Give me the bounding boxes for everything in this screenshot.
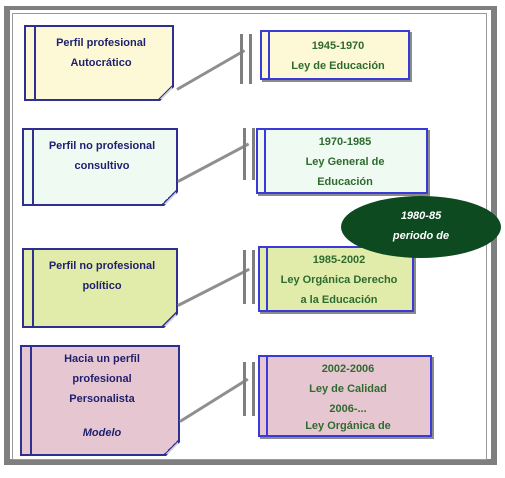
note-line: Modelo xyxy=(82,427,122,439)
perfil-autocratico-note: Perfil profesional Autocrático xyxy=(24,25,174,101)
box-line: Ley de Educación xyxy=(291,60,385,72)
box-line: Ley Orgánica de xyxy=(305,420,391,432)
note-line: Perfil profesional xyxy=(56,37,146,49)
perfil-politico-note: Perfil no profesional político xyxy=(22,248,178,328)
connector-tick xyxy=(249,34,252,84)
callout-line: 1980-85 xyxy=(400,210,442,222)
box-line: a la Educación xyxy=(300,294,378,306)
note-line xyxy=(34,409,170,423)
ley-1985-box: 1985-2002 Ley Orgánica Derecho a la Educ… xyxy=(258,246,414,312)
note-line: político xyxy=(82,280,122,292)
note-line: Hacia un perfil xyxy=(64,353,140,365)
box-line: Ley General de xyxy=(305,156,385,168)
connector-tick xyxy=(252,250,255,304)
perfil-consultivo-note: Perfil no profesional consultivo xyxy=(22,128,178,206)
note-line: Perfil no profesional xyxy=(48,140,156,152)
note-line: Autocrático xyxy=(70,57,132,69)
box-line: Ley Orgánica Derecho xyxy=(280,274,398,286)
note-line: Perfil no profesional xyxy=(48,260,156,272)
connector-tick xyxy=(252,362,255,416)
periodo-callout: 1980-85 periodo de xyxy=(341,196,501,258)
ley-1945-box: 1945-1970 Ley de Educación xyxy=(260,30,410,80)
box-line: 2002-2006 xyxy=(321,363,375,375)
connector-tick xyxy=(243,250,246,304)
connector-tick xyxy=(243,128,246,180)
ley-2002-box: 2002-2006 Ley de Calidad 2006-... Ley Or… xyxy=(258,355,432,437)
box-line: 1945-1970 xyxy=(311,40,365,52)
box-line: 2006-... xyxy=(329,403,367,415)
connector-tick xyxy=(252,128,255,180)
box-line: Ley de Calidad xyxy=(309,383,387,395)
callout-line: periodo de xyxy=(392,230,450,242)
perfil-personalista-note: Hacia un perfil profesional Personalista… xyxy=(20,345,180,456)
note-line: profesional xyxy=(72,373,132,385)
connector-tick xyxy=(243,362,246,416)
connector-tick xyxy=(240,34,243,84)
note-line: Personalista xyxy=(69,393,135,405)
note-line: consultivo xyxy=(74,160,130,172)
ley-1970-box: 1970-1985 Ley General de Educación xyxy=(256,128,428,194)
box-line: 1970-1985 xyxy=(318,136,372,148)
box-line: 1985-2002 xyxy=(312,254,366,266)
box-line: Educación xyxy=(317,176,373,188)
